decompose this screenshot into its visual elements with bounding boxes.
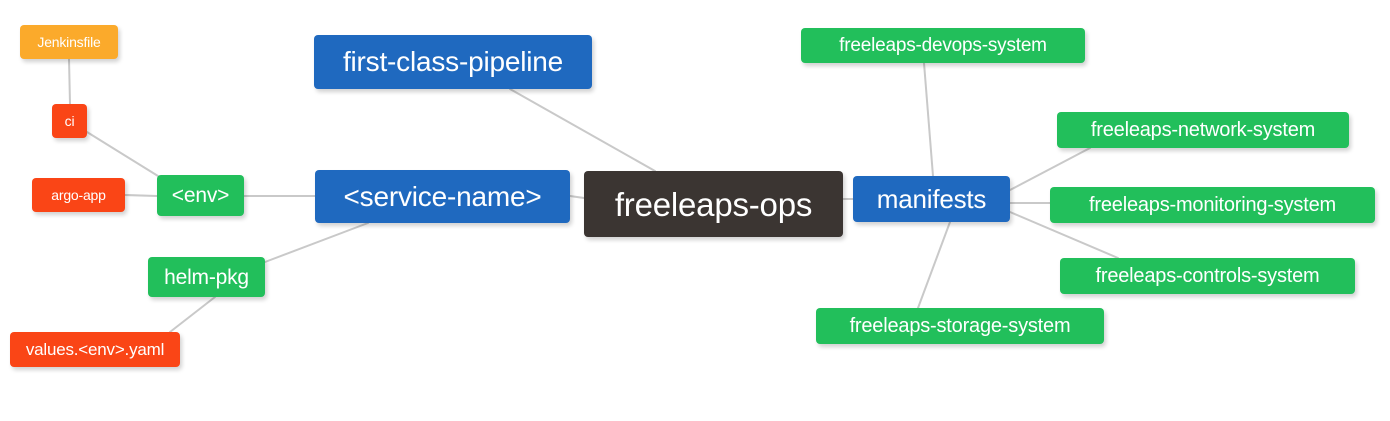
node-controls[interactable]: freeleaps-controls-system <box>1060 258 1355 294</box>
node-argo-app[interactable]: argo-app <box>32 178 125 212</box>
edge-jenkinsfile-to-ci <box>68 58 71 105</box>
edge-values-to-helm-pkg <box>169 296 216 333</box>
node-values[interactable]: values.<env>.yaml <box>10 332 180 367</box>
edge-helm-pkg-to-service <box>264 222 369 263</box>
node-network[interactable]: freeleaps-network-system <box>1057 112 1349 148</box>
node-jenkinsfile[interactable]: Jenkinsfile <box>20 25 118 59</box>
edge-ci-to-env <box>86 131 159 177</box>
edge-manifests-to-storage <box>917 221 951 309</box>
node-env[interactable]: <env> <box>157 175 244 216</box>
node-service[interactable]: <service-name> <box>315 170 570 223</box>
node-storage[interactable]: freeleaps-storage-system <box>816 308 1104 344</box>
edge-manifests-to-network <box>1009 147 1091 191</box>
node-ci[interactable]: ci <box>52 104 87 138</box>
edge-pipeline-to-root <box>509 88 656 172</box>
edge-manifests-to-devops <box>923 62 934 177</box>
node-manifests[interactable]: manifests <box>853 176 1010 222</box>
node-helm-pkg[interactable]: helm-pkg <box>148 257 265 297</box>
node-devops[interactable]: freeleaps-devops-system <box>801 28 1085 63</box>
node-pipeline[interactable]: first-class-pipeline <box>314 35 592 89</box>
edge-argo-app-to-env <box>124 194 158 197</box>
edge-service-to-root <box>569 195 585 199</box>
node-root[interactable]: freeleaps-ops <box>584 171 843 237</box>
node-monitoring[interactable]: freeleaps-monitoring-system <box>1050 187 1375 223</box>
